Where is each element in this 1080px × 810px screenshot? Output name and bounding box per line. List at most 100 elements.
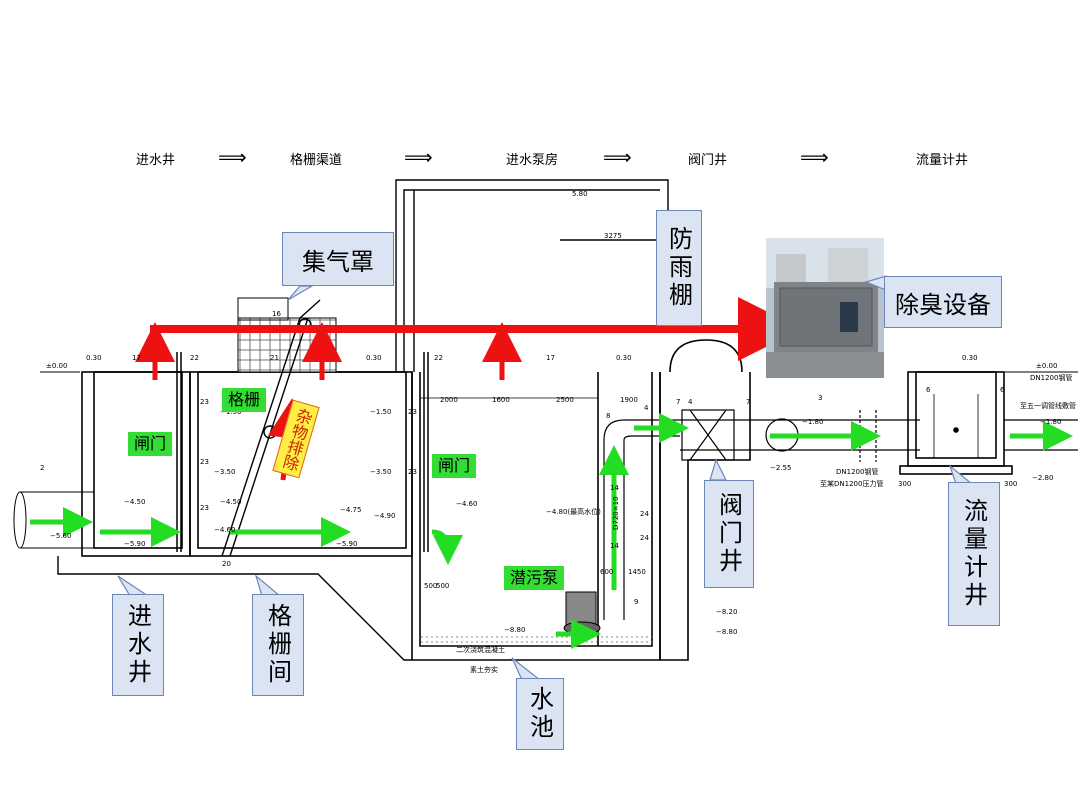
flow-label-jinshuijing: 进水井 bbox=[136, 153, 176, 168]
svg-text:素土夯实: 素土夯实 bbox=[470, 665, 498, 674]
callout-flow-meter-well: 流量计井 bbox=[948, 482, 1000, 626]
svg-text:14: 14 bbox=[610, 484, 619, 492]
svg-text:7: 7 bbox=[676, 398, 680, 406]
svg-text:2000: 2000 bbox=[440, 396, 458, 404]
flow-label-jinshuibengfang: 进水泵房 bbox=[506, 153, 559, 168]
svg-text:1900: 1900 bbox=[620, 396, 638, 404]
svg-text:6: 6 bbox=[926, 386, 931, 394]
svg-text:−4.50: −4.50 bbox=[220, 498, 241, 506]
foundation-slab bbox=[57, 556, 412, 661]
flow-label-liuliangjijing: 流量计井 bbox=[916, 153, 969, 168]
flow-arrow-icon: ⟹ bbox=[218, 145, 247, 169]
svg-text:1450: 1450 bbox=[628, 568, 646, 576]
svg-text:23: 23 bbox=[408, 408, 417, 416]
svg-text:500: 500 bbox=[424, 582, 437, 590]
svg-text:−5.90: −5.90 bbox=[124, 540, 145, 548]
svg-text:−8.20: −8.20 bbox=[716, 608, 737, 616]
svg-text:−8.80: −8.80 bbox=[716, 628, 737, 636]
callout-inlet-well: 进水井 bbox=[112, 594, 164, 696]
svg-text:4: 4 bbox=[644, 404, 649, 412]
svg-text:300: 300 bbox=[898, 480, 911, 488]
svg-text:22: 22 bbox=[190, 354, 199, 362]
deodorizer-icon bbox=[766, 238, 884, 378]
svg-text:−5.90: −5.90 bbox=[336, 540, 357, 548]
svg-text:17: 17 bbox=[132, 354, 141, 362]
svg-text:23: 23 bbox=[200, 504, 209, 512]
svg-text:−3.50: −3.50 bbox=[214, 468, 235, 476]
water-flow bbox=[30, 413, 1073, 649]
svg-text:2500: 2500 bbox=[556, 396, 574, 404]
svg-text:−1.50: −1.50 bbox=[370, 408, 391, 416]
svg-text:−8.80: −8.80 bbox=[504, 626, 525, 634]
wet-well bbox=[411, 372, 661, 661]
svg-text:−5.60: −5.60 bbox=[50, 532, 71, 540]
svg-text:二次浇筑混凝土: 二次浇筑混凝土 bbox=[456, 645, 505, 654]
svg-text:4: 4 bbox=[688, 398, 693, 406]
inlet-well bbox=[81, 371, 191, 557]
svg-text:至某DN1200压力管: 至某DN1200压力管 bbox=[820, 479, 883, 488]
svg-text:±0.00: ±0.00 bbox=[1036, 362, 1057, 370]
svg-text:14: 14 bbox=[610, 542, 619, 550]
svg-text:0.30: 0.30 bbox=[366, 354, 382, 362]
svg-text:0.30: 0.30 bbox=[616, 354, 632, 362]
flow-arrow-icon: ⟹ bbox=[603, 145, 632, 169]
callout-pool: 水池 bbox=[516, 678, 564, 750]
callout-rain-shelter: 防雨棚 bbox=[656, 210, 702, 326]
svg-text:3275: 3275 bbox=[604, 232, 622, 240]
flow-label-famenjing: 阀门井 bbox=[688, 153, 728, 168]
svg-text:7: 7 bbox=[746, 398, 750, 406]
svg-text:600: 600 bbox=[600, 568, 613, 576]
svg-text:20: 20 bbox=[222, 560, 231, 568]
deodorizer-photo bbox=[766, 238, 884, 378]
svg-text:DN1200钢管: DN1200钢管 bbox=[836, 467, 878, 476]
svg-text:−4.50: −4.50 bbox=[124, 498, 145, 506]
svg-text:至五一调管线敷管: 至五一调管线敷管 bbox=[1020, 401, 1076, 410]
svg-text:17: 17 bbox=[546, 354, 555, 362]
svg-text:21: 21 bbox=[270, 354, 279, 362]
flow-arrow-icon: ⟹ bbox=[404, 145, 433, 169]
svg-text:24: 24 bbox=[640, 510, 649, 518]
inlet-pipe bbox=[13, 491, 94, 549]
svg-text:−4.75: −4.75 bbox=[340, 506, 361, 514]
callout-screen-room: 格栅间 bbox=[252, 594, 304, 696]
svg-text:24: 24 bbox=[640, 534, 649, 542]
svg-text:23: 23 bbox=[408, 468, 417, 476]
callout-deodorizer: 除臭设备 bbox=[884, 276, 1002, 328]
svg-text:23: 23 bbox=[200, 458, 209, 466]
pump-house-building bbox=[395, 179, 669, 372]
svg-text:−2.80: −2.80 bbox=[1032, 474, 1053, 482]
flow-meter-well bbox=[899, 371, 1013, 475]
svg-text:2: 2 bbox=[40, 464, 44, 472]
concrete-fill bbox=[420, 636, 652, 646]
svg-text:0.30: 0.30 bbox=[86, 354, 102, 362]
svg-text:−4.60: −4.60 bbox=[456, 500, 477, 508]
svg-text:0.30: 0.30 bbox=[962, 354, 978, 362]
dimension-labels: ±0.00 0.30 17 22 16 21 0.30 22 17 0.30 0… bbox=[40, 190, 1076, 674]
tag-gate-1: 闸门 bbox=[128, 432, 173, 456]
svg-text:−1.80: −1.80 bbox=[1040, 418, 1061, 426]
svg-text:−2.55: −2.55 bbox=[770, 464, 791, 472]
svg-text:500: 500 bbox=[436, 582, 449, 590]
tag-gate-2: 闸门 bbox=[432, 454, 477, 478]
valve-icon bbox=[681, 409, 735, 461]
svg-text:−4.90: −4.90 bbox=[374, 512, 395, 520]
water-flow-arrow-icon bbox=[431, 529, 463, 565]
callout-gas-hood: 集气罩 bbox=[282, 232, 394, 286]
svg-text:300: 300 bbox=[1004, 480, 1017, 488]
tag-screen: 格栅 bbox=[222, 388, 267, 412]
svg-text:5.80: 5.80 bbox=[572, 190, 588, 198]
svg-text:23: 23 bbox=[200, 398, 209, 406]
svg-text:D720×10: D720×10 bbox=[612, 496, 620, 530]
callout-valve-well: 阀门井 bbox=[704, 480, 754, 588]
svg-text:−4.80(最高水位): −4.80(最高水位) bbox=[546, 507, 601, 516]
svg-text:1600: 1600 bbox=[492, 396, 510, 404]
svg-text:−1.50: −1.50 bbox=[220, 408, 241, 416]
flow-arrow-icon: ⟹ bbox=[800, 145, 829, 169]
svg-text:8: 8 bbox=[606, 412, 610, 420]
svg-text:DN1200钢管: DN1200钢管 bbox=[1030, 373, 1072, 382]
flow-label-geshanqudao: 格栅渠道 bbox=[290, 153, 343, 168]
svg-text:6: 6 bbox=[1000, 386, 1005, 394]
svg-text:±0.00: ±0.00 bbox=[46, 362, 67, 370]
